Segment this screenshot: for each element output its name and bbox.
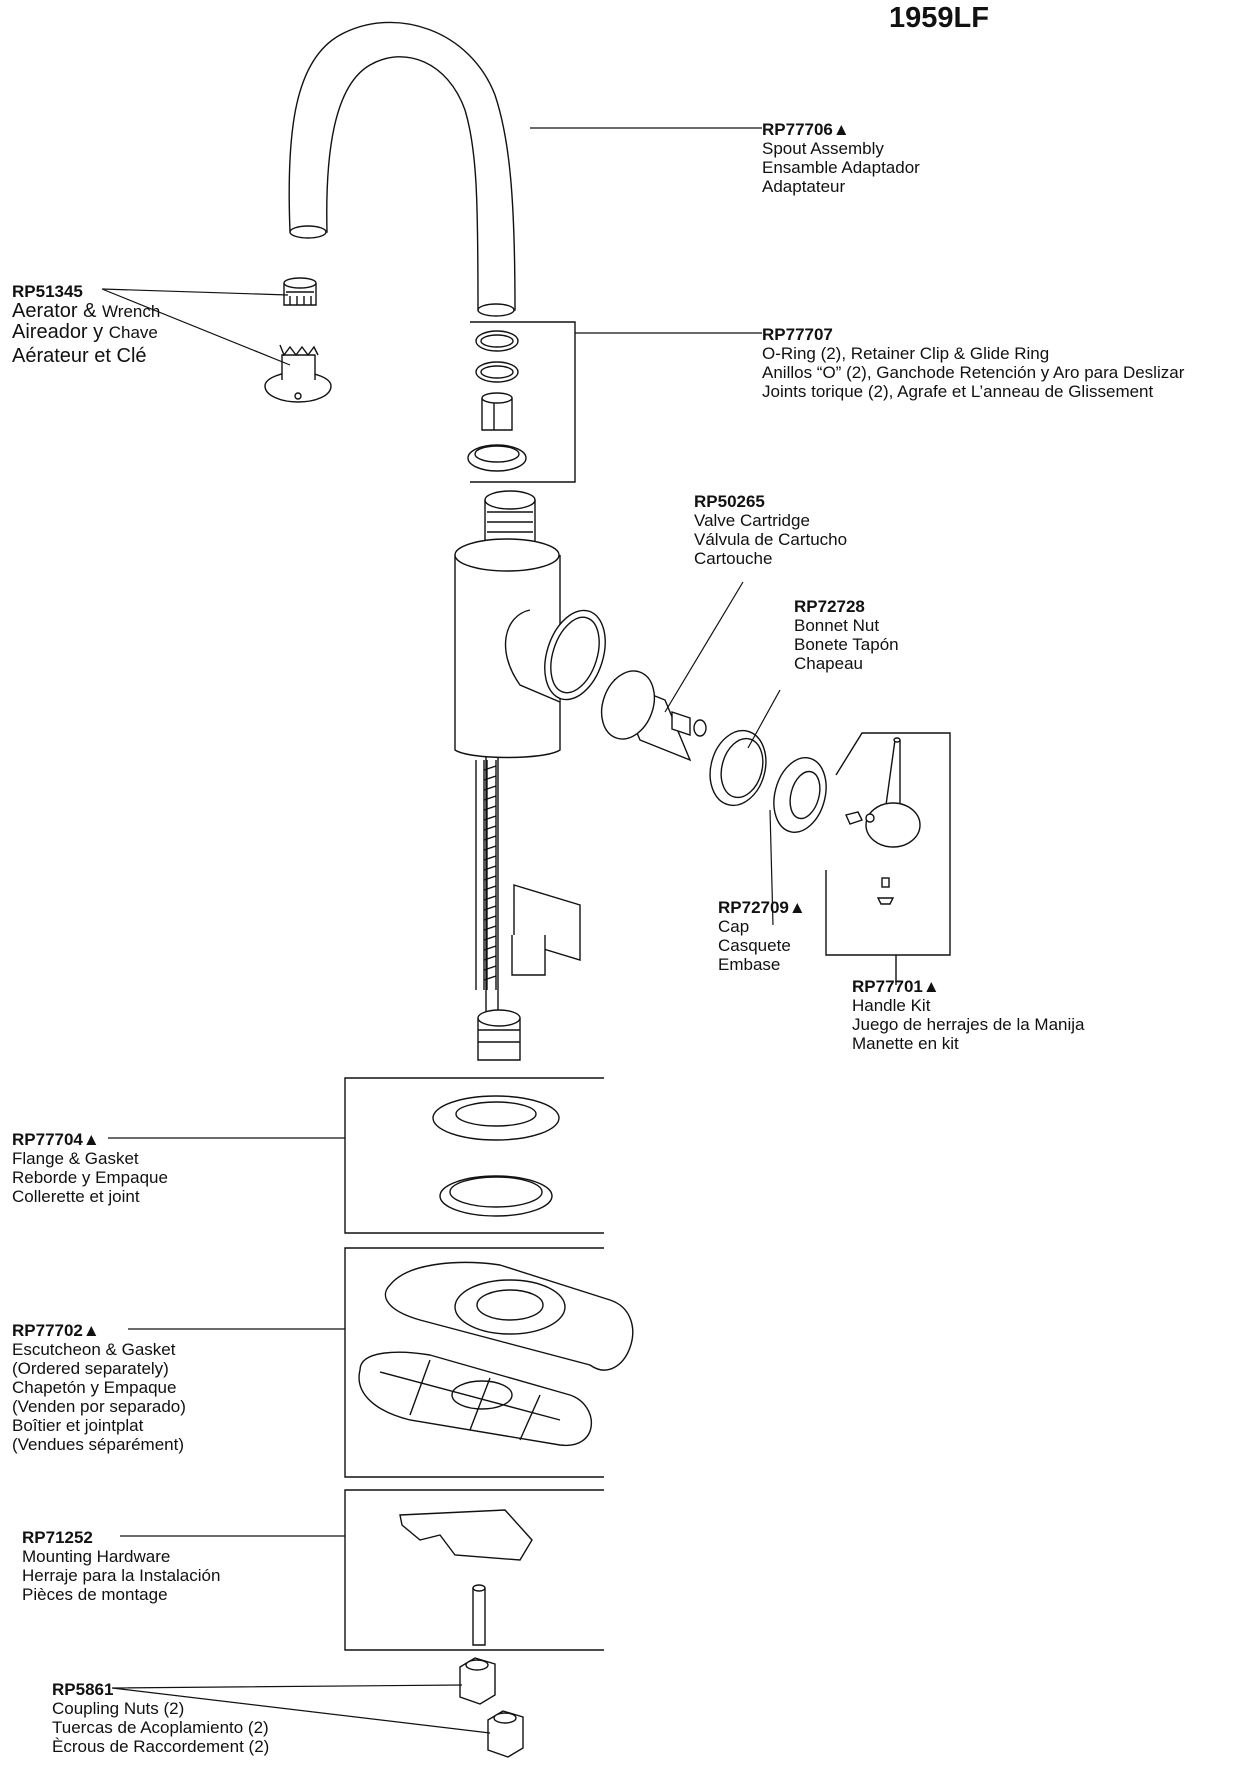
desc-es: Tuercas de Acoplamiento (2) <box>52 1718 269 1737</box>
desc-es: Juego de herrajes de la Manija <box>852 1015 1085 1034</box>
oring-kit-drawing <box>467 321 576 483</box>
desc-en: Valve Cartridge <box>694 511 810 530</box>
desc-en: Handle Kit <box>852 996 931 1015</box>
mounting-kit-drawing <box>344 1489 604 1651</box>
coupling-nuts-drawing <box>459 1657 524 1758</box>
part-number: RP77707 <box>762 325 833 344</box>
part-label-aerator: RP51345 Aerator & Wrench Aireador y Chav… <box>12 282 160 369</box>
part-number: RP5861 <box>52 1680 114 1699</box>
spout-drawing <box>288 21 516 317</box>
part-label-spout: RP77706▲ Spout Assembly Ensamble Adaptad… <box>762 120 920 196</box>
desc-fr: Pièces de montage <box>22 1585 168 1604</box>
desc-fr: Manette en kit <box>852 1034 959 1053</box>
cap-drawing <box>773 757 827 833</box>
desc-es: Herraje para la Instalación <box>22 1566 221 1585</box>
desc-es: Aireador y Chave <box>12 321 158 343</box>
desc-es: Ensamble Adaptador <box>762 158 920 177</box>
desc-es-note: (Venden por separado) <box>12 1397 186 1416</box>
desc-en: Cap <box>718 917 750 936</box>
part-label-oring: RP77707 O-Ring (2), Retainer Clip & Glid… <box>762 325 1184 401</box>
desc-fr: Cartouche <box>694 549 773 568</box>
desc-en: Flange & Gasket <box>12 1149 139 1168</box>
desc-fr: Boîtier et jointplat <box>12 1416 144 1435</box>
desc-en: Bonnet Nut <box>794 616 880 635</box>
bonnet-nut-drawing <box>709 729 767 807</box>
part-number: RP72728 <box>794 597 865 616</box>
model-number: 1959LF <box>889 2 989 34</box>
desc-es: Bonete Tapón <box>794 635 899 654</box>
desc-en: Aerator & Wrench <box>12 300 161 322</box>
threaded-rod-drawing <box>483 760 497 990</box>
part-label-cap: RP72709▲ Cap Casquete Embase <box>718 898 806 974</box>
part-label-cartridge: RP50265 Valve Cartridge Válvula de Cartu… <box>694 492 847 568</box>
desc-fr: Adaptateur <box>762 177 846 196</box>
desc-en: Coupling Nuts (2) <box>52 1699 185 1718</box>
faucet-body-drawing <box>454 490 606 1061</box>
aerator-drawing <box>264 277 332 403</box>
desc-fr-note: (Vendues séparément) <box>12 1435 184 1454</box>
part-number: RP71252 <box>22 1528 93 1547</box>
desc-en: Escutcheon & Gasket <box>12 1340 176 1359</box>
flange-kit-drawing <box>344 1077 604 1234</box>
leader-lines <box>101 127 781 1734</box>
part-label-escutcheon: RP77702▲ Escutcheon & Gasket (Ordered se… <box>12 1321 186 1454</box>
desc-fr: Collerette et joint <box>12 1187 140 1206</box>
desc-es: Anillos “O” (2), Ganchode Retención y Ar… <box>762 363 1185 382</box>
desc-es: Reborde y Empaque <box>12 1168 168 1187</box>
desc-fr: Joints torique (2), Agrafe et L’anneau d… <box>762 382 1154 401</box>
cartridge-drawing <box>600 670 707 762</box>
desc-es: Chapetón y Empaque <box>12 1378 177 1397</box>
part-label-flange: RP77704▲ Flange & Gasket Reborde y Empaq… <box>12 1130 168 1206</box>
part-label-mounting: RP71252 Mounting Hardware Herraje para l… <box>22 1528 220 1604</box>
part-number: RP77706▲ <box>762 120 850 139</box>
part-number: RP77701▲ <box>852 977 940 996</box>
part-label-handle: RP77701▲ Handle Kit Juego de herrajes de… <box>852 977 1084 1053</box>
desc-en: O-Ring (2), Retainer Clip & Glide Ring <box>762 344 1050 363</box>
desc-en-note: (Ordered separately) <box>12 1359 169 1378</box>
desc-fr: Chapeau <box>794 654 864 673</box>
part-label-coupling-nuts: RP5861 Coupling Nuts (2) Tuercas de Acop… <box>52 1680 269 1756</box>
desc-en: Mounting Hardware <box>22 1547 171 1566</box>
part-number: RP77704▲ <box>12 1130 100 1149</box>
handle-kit-drawing <box>825 732 951 985</box>
part-number: RP51345 <box>12 282 83 301</box>
desc-en: Spout Assembly <box>762 139 884 158</box>
desc-fr: Aérateur et Clé <box>12 345 147 367</box>
escutcheon-kit-drawing <box>344 1247 634 1478</box>
part-label-bonnet: RP72728 Bonnet Nut Bonete Tapón Chapeau <box>794 597 899 673</box>
part-number: RP72709▲ <box>718 898 806 917</box>
desc-fr: Ècrous de Raccordement (2) <box>52 1737 270 1756</box>
desc-es: Válvula de Cartucho <box>694 530 848 549</box>
desc-es: Casquete <box>718 936 791 955</box>
part-number: RP50265 <box>694 492 765 511</box>
desc-fr: Embase <box>718 955 781 974</box>
part-number: RP77702▲ <box>12 1321 100 1340</box>
